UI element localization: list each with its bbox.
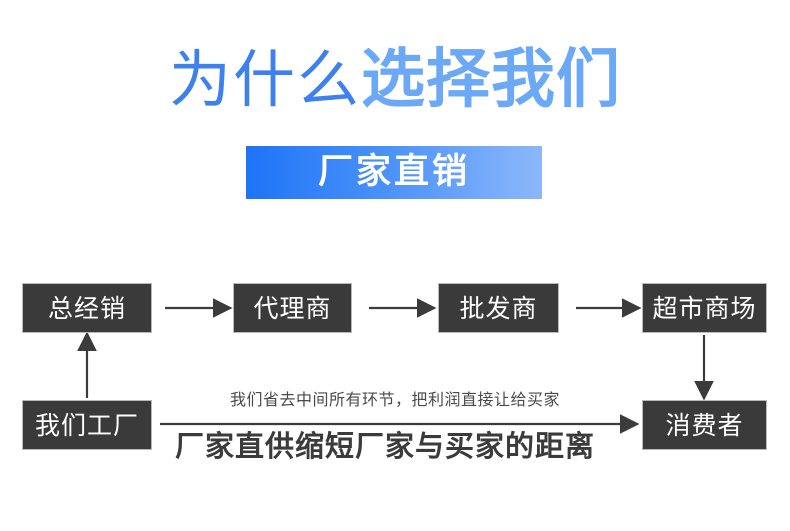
flow-node-label: 批发商	[459, 293, 538, 323]
flow-node-women-gongchang: 我们工厂	[22, 400, 152, 450]
flow-node-chaoshi: 超市商场	[642, 283, 767, 333]
flow-node-label: 我们工厂	[34, 410, 139, 440]
tagline-small: 我们省去中间所有环节，把利润直接让给买家	[229, 390, 560, 409]
flow-node-label: 总经销	[47, 293, 126, 323]
page-title: 为什么选择我们	[0, 48, 790, 112]
tagline-big: 厂家直供缩短厂家与买家的距离	[174, 429, 595, 463]
flow-node-zongjingxiao: 总经销	[22, 283, 152, 333]
flow-node-dailishang: 代理商	[233, 283, 352, 333]
banner-badge: 厂家直销	[246, 146, 542, 199]
flow-node-pifashang: 批发商	[438, 283, 559, 333]
page-title-thin: 为什么	[168, 43, 361, 116]
banner-label: 厂家直销	[317, 152, 470, 192]
flow-node-label: 消费者	[665, 410, 744, 440]
flow-node-xiaofeizhe: 消费者	[642, 400, 767, 450]
flow-node-label: 超市商场	[652, 293, 757, 323]
flow-node-label: 代理商	[253, 293, 332, 323]
page-title-bold: 选择我们	[361, 43, 621, 117]
